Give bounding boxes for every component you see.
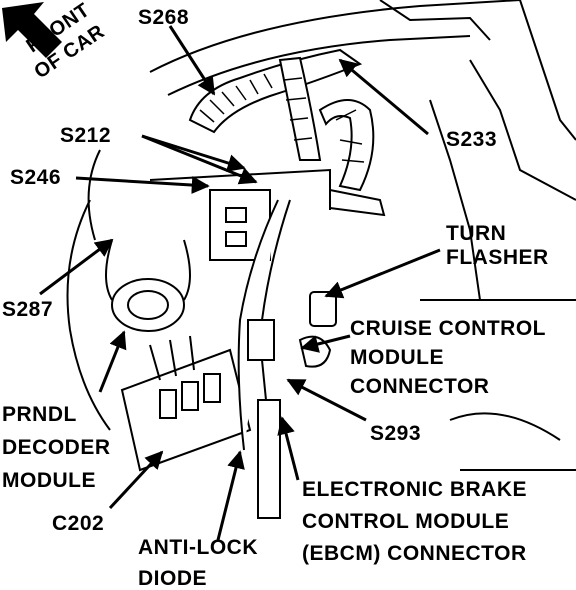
turn-flasher-unit (298, 291, 337, 368)
front-direction-arrow (2, 2, 62, 58)
label-turn-flasher: TURN FLASHER (446, 222, 549, 269)
label-s293: S293 (370, 422, 422, 445)
label-prndl-decoder-module: PRNDL DECODER MODULE (2, 403, 111, 492)
ebcm-harness (237, 199, 291, 519)
label-s246: S246 (10, 166, 62, 189)
body-outline (66, 0, 576, 471)
label-s268: S268 (138, 6, 190, 29)
label-ebcm-connector: ELECTRONIC BRAKE CONTROL MODULE (EBCM) C… (302, 478, 528, 565)
label-s233: S233 (446, 128, 498, 151)
main-harness (188, 48, 386, 217)
label-s212: S212 (60, 124, 112, 147)
label-anti-lock-diode: ANTI-LOCK DIODE (138, 536, 258, 590)
relay-box (120, 335, 252, 472)
steering-column (105, 239, 191, 332)
harness-ribbing (199, 73, 365, 163)
label-cruise-control-module-connector: CRUISE CONTROL MODULE CONNECTOR (350, 317, 546, 398)
label-c202: C202 (52, 512, 105, 535)
leader-arrows (39, 25, 441, 541)
label-s287: S287 (2, 298, 54, 321)
